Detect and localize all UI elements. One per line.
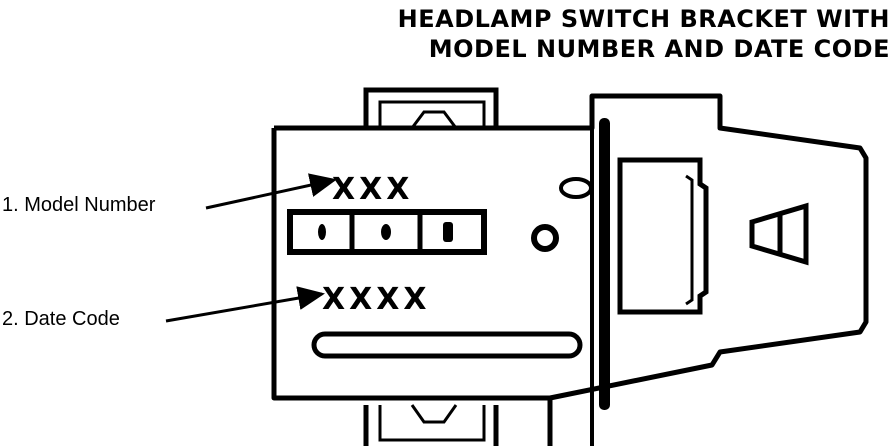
right-panel bbox=[617, 157, 709, 315]
callout-label-date-code: 2. Date Code bbox=[2, 308, 120, 330]
top-clip-tab bbox=[410, 110, 458, 129]
diagram-title: HEADLAMP SWITCH BRACKET WITH MODEL NUMBE… bbox=[290, 4, 890, 64]
title-line-1: HEADLAMP SWITCH BRACKET WITH bbox=[397, 5, 890, 33]
date-code-marking: XXXX bbox=[322, 282, 431, 317]
bottom-clip-inner bbox=[378, 405, 486, 442]
bottom-clip-tab bbox=[410, 404, 458, 424]
model-number-arrow bbox=[205, 173, 337, 210]
top-clip-inner bbox=[378, 100, 486, 128]
vertical-slot bbox=[599, 118, 610, 410]
title-line-2: MODEL NUMBER AND DATE CODE bbox=[428, 35, 890, 63]
top-clip bbox=[363, 87, 499, 128]
trapezoid-lens bbox=[749, 202, 809, 266]
bracket-body bbox=[271, 93, 869, 446]
model-number-marking: XXX bbox=[332, 172, 413, 207]
window-dot-1 bbox=[318, 224, 326, 240]
round-hole bbox=[531, 224, 559, 252]
horizontal-slot bbox=[311, 331, 583, 359]
window-block bbox=[287, 209, 487, 255]
right-panel-inner bbox=[685, 174, 694, 306]
window-dot-3 bbox=[443, 222, 453, 242]
window-dot-2 bbox=[381, 224, 391, 240]
bottom-clip bbox=[363, 405, 499, 446]
oval-hole bbox=[559, 177, 593, 199]
callout-label-model-number: 1. Model Number bbox=[2, 194, 156, 216]
date-code-arrow bbox=[165, 286, 325, 323]
